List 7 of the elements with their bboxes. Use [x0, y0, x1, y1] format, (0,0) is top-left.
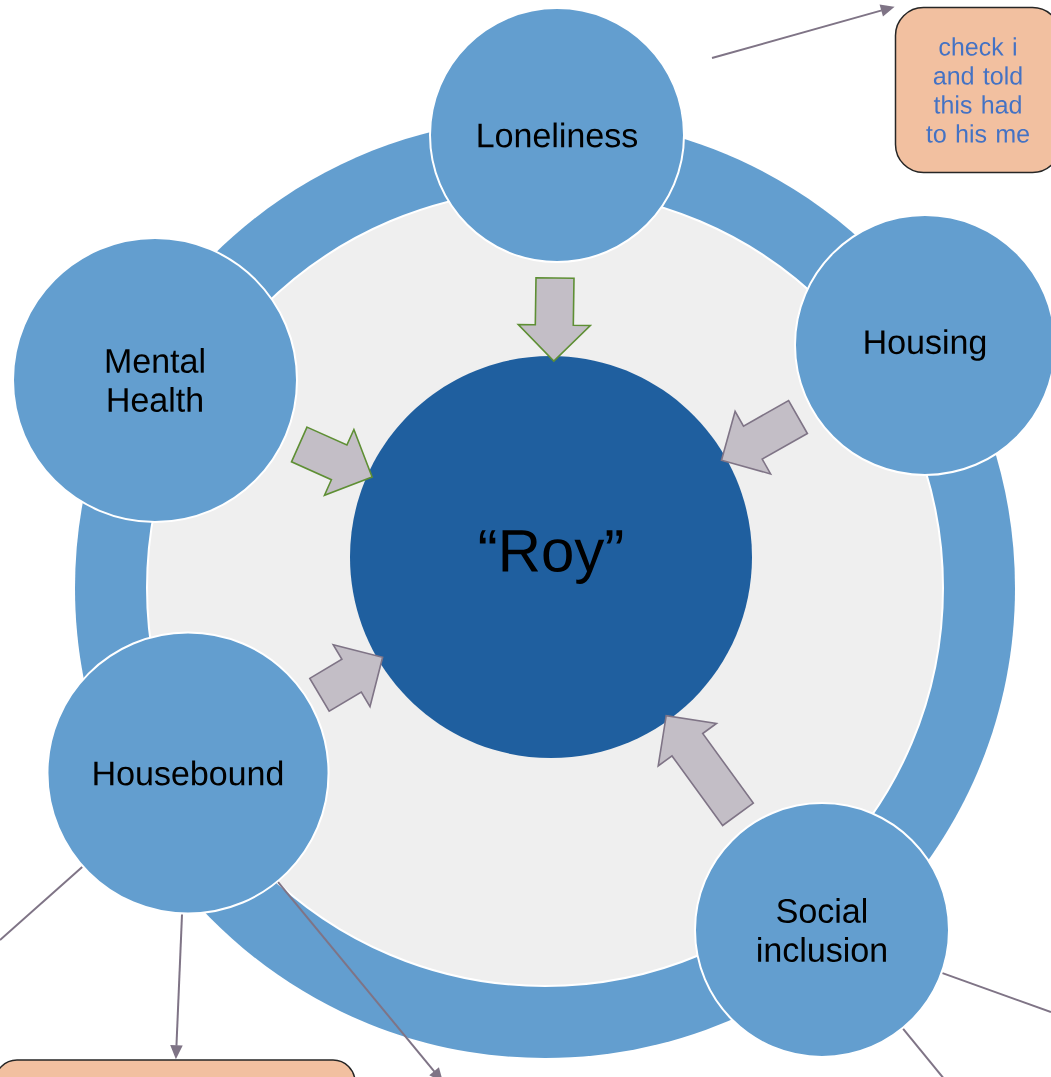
arrow — [277, 881, 443, 1077]
block-arrow — [516, 276, 593, 363]
block-arrow — [290, 426, 374, 497]
block-arrow — [720, 399, 809, 476]
note-box — [0, 1059, 356, 1077]
note-box: check i and told this had to his me — [894, 6, 1051, 174]
block-arrow — [657, 714, 755, 827]
